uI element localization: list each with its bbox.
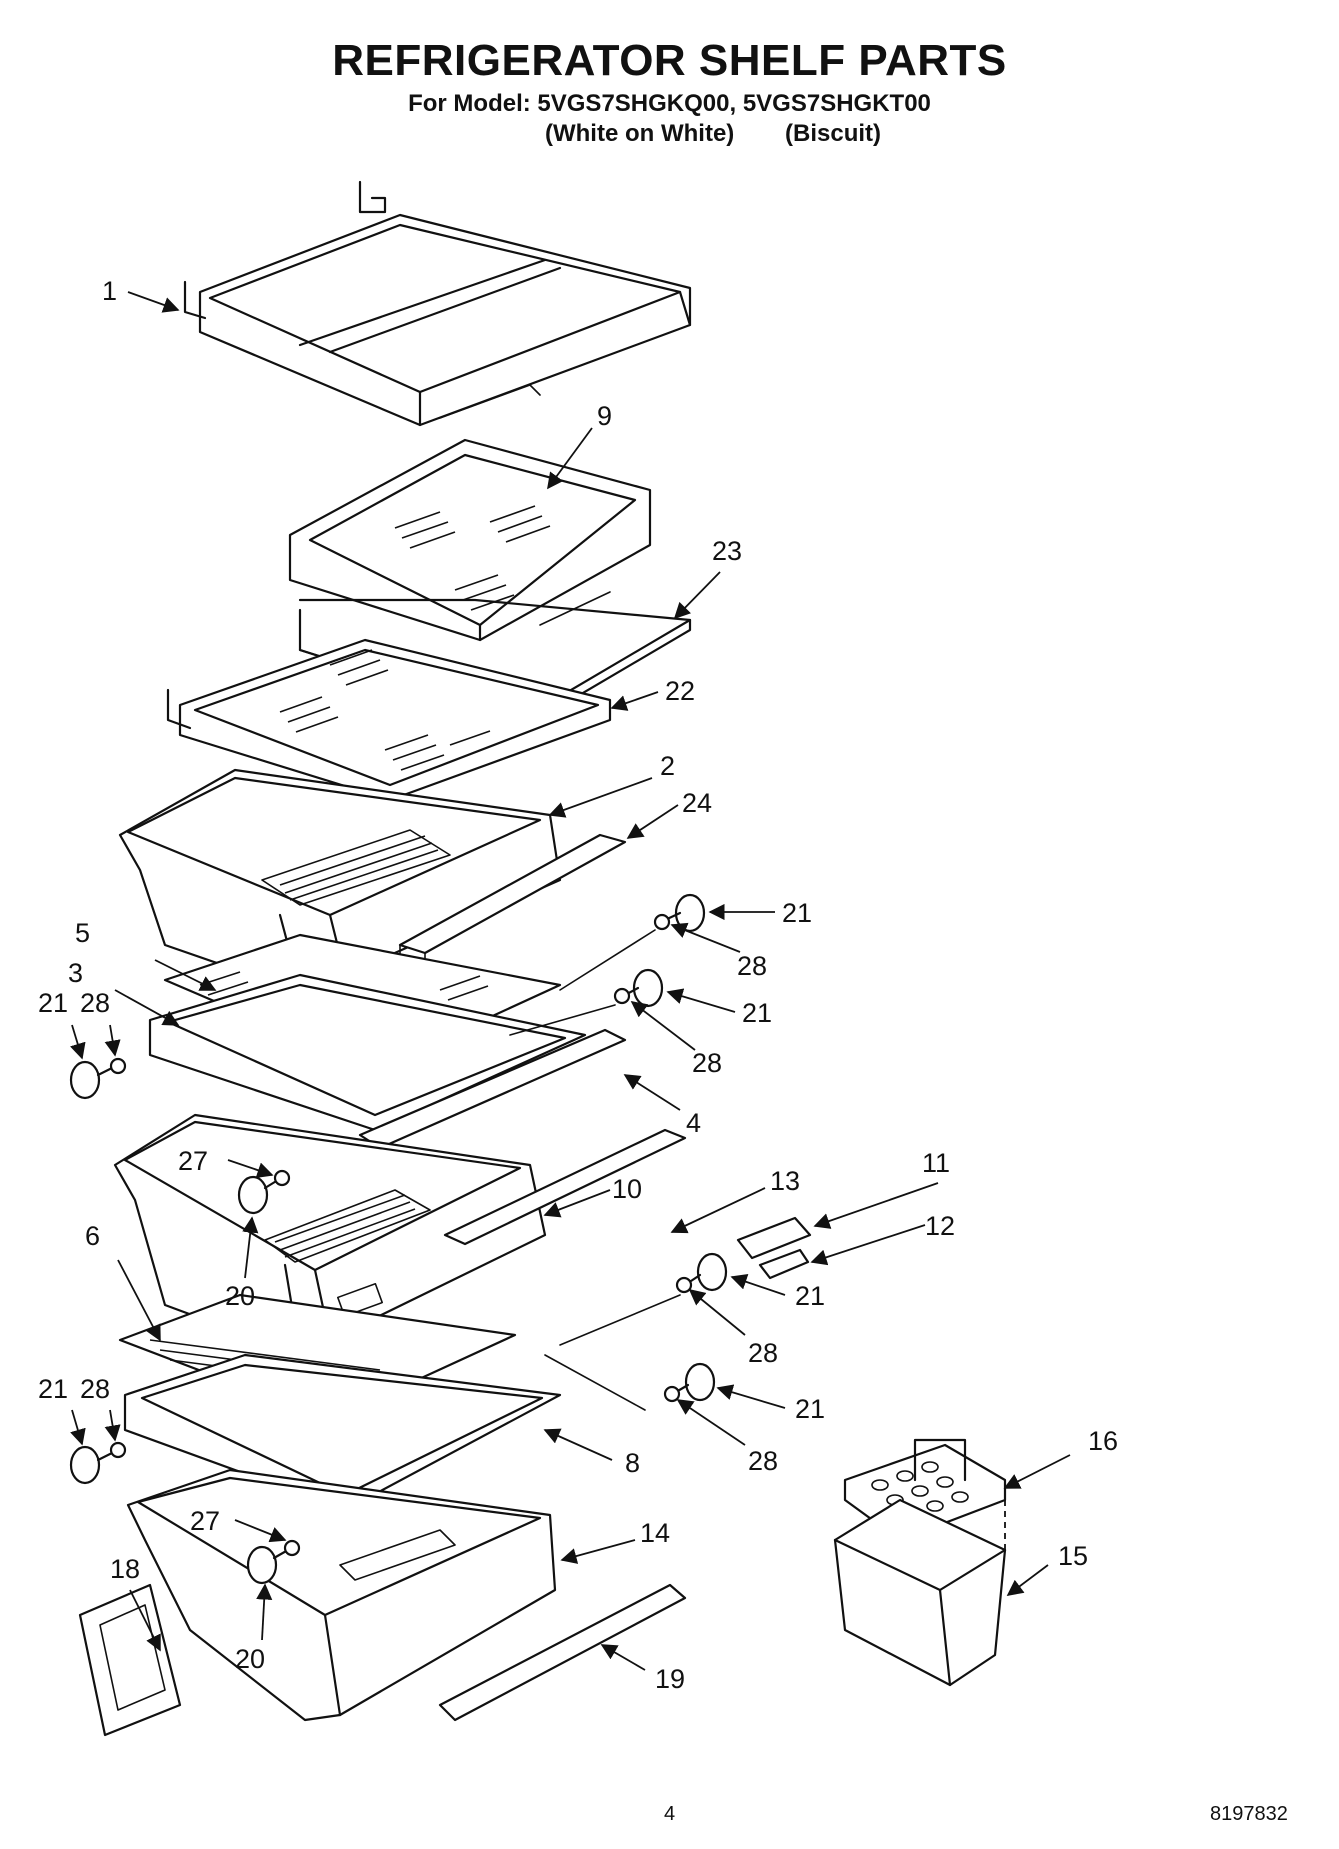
part-8-cover-frame [123, 1353, 562, 1512]
variant-white-on-white: (White on White) [545, 120, 735, 147]
callout-21-b: 21 [742, 998, 772, 1028]
callout-28-c: 28 [80, 988, 110, 1018]
callout-15: 15 [1058, 1541, 1088, 1571]
callout-20-b: 20 [235, 1644, 265, 1674]
callout-16: 16 [1088, 1426, 1118, 1456]
variant-biscuit: (Biscuit) [785, 120, 881, 147]
callout-3: 3 [68, 958, 83, 988]
callout-22: 22 [665, 676, 695, 706]
callout-24: 24 [682, 788, 712, 818]
document-number: 8197832 [1210, 1803, 1288, 1825]
callout-5: 5 [75, 918, 90, 948]
part-22-glass-shelf [166, 638, 612, 802]
callout-2: 2 [660, 751, 675, 781]
callout-19: 19 [655, 1664, 685, 1694]
callout-6: 6 [85, 1221, 100, 1251]
callout-9: 9 [597, 401, 612, 431]
page-title: REFRIGERATOR SHELF PARTS [332, 36, 1007, 85]
callout-27-a: 27 [178, 1146, 208, 1176]
callout-28-b: 28 [692, 1048, 722, 1078]
callout-21-a: 21 [782, 898, 812, 928]
callout-11: 11 [922, 1148, 950, 1178]
part-1-deli-tray [183, 180, 692, 427]
callout-28-e: 28 [748, 1446, 778, 1476]
callout-12: 12 [925, 1211, 955, 1241]
callout-28-f: 28 [80, 1374, 110, 1404]
page-number: 4 [664, 1803, 676, 1825]
callout-18: 18 [110, 1554, 140, 1584]
callout-20-a: 20 [225, 1281, 255, 1311]
model-line: For Model: 5VGS7SHGKQ00, 5VGS7SHGKT00 [408, 90, 931, 117]
callout-10: 10 [612, 1174, 642, 1204]
callout-23: 23 [712, 536, 742, 566]
callout-1: 1 [102, 276, 117, 306]
callout-21-d: 21 [795, 1281, 825, 1311]
callout-13: 13 [770, 1166, 800, 1196]
part-15-egg-bin [833, 1498, 1007, 1687]
part-9-glass-shelf [288, 438, 652, 642]
callout-28-d: 28 [748, 1338, 778, 1368]
callout-21-f: 21 [38, 1374, 68, 1404]
callout-21-c: 21 [38, 988, 68, 1018]
part-11-12-brackets [736, 1216, 812, 1280]
callout-21-e: 21 [795, 1394, 825, 1424]
part-19-bottom-rail [438, 1583, 687, 1722]
part-13-rail [443, 1128, 687, 1246]
callout-8: 8 [625, 1448, 640, 1478]
callout-labels: 1 9 23 22 2 24 21 28 5 3 21 28 21 28 4 2… [38, 276, 1118, 1694]
callout-leaders [70, 291, 1071, 1671]
callout-14: 14 [640, 1518, 670, 1548]
callout-28-a: 28 [737, 951, 767, 981]
callout-4: 4 [686, 1108, 701, 1138]
callout-27-b: 27 [190, 1506, 220, 1536]
part-18-badge [78, 1583, 182, 1737]
